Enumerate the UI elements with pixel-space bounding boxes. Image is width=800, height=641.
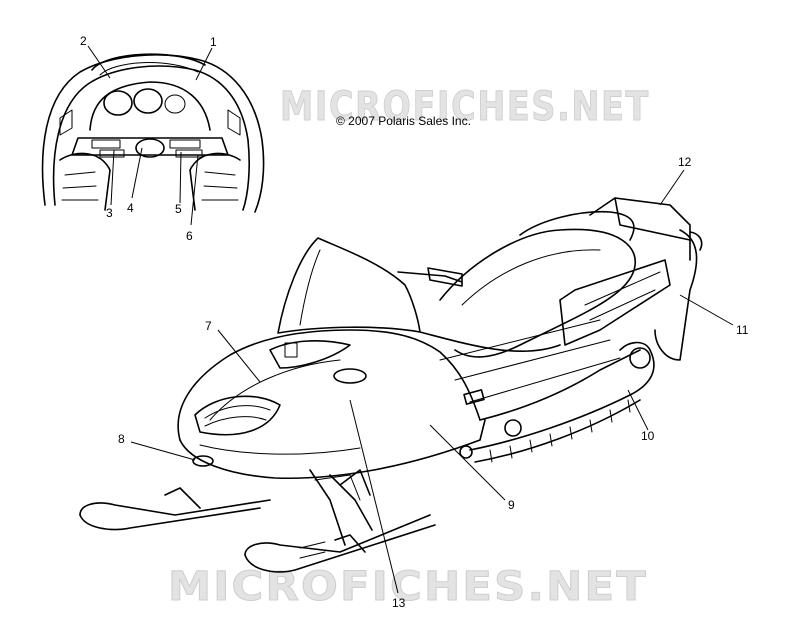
callout-5: 5 [175,202,182,216]
callout-12: 12 [678,155,692,169]
copyright-text: © 2007 Polaris Sales Inc. [336,114,471,128]
callout-8: 8 [118,432,125,446]
callout-labels: 1 2 3 4 5 6 7 8 9 10 11 12 13 [80,34,749,610]
leader-lines [87,45,734,594]
callout-9: 9 [508,498,515,512]
callout-13: 13 [392,596,406,610]
callout-11: 11 [736,323,749,337]
callout-3: 3 [106,206,113,220]
callout-6: 6 [186,229,193,243]
snowmobile-drawing [79,197,703,573]
callout-2: 2 [80,34,87,48]
watermark-top: MICROFICHES.NET [280,84,650,130]
callout-1: 1 [210,35,217,49]
callout-7: 7 [205,319,212,333]
callout-4: 4 [127,201,134,215]
dashboard-inset [41,53,265,213]
callout-10: 10 [641,429,655,443]
watermark-bottom: MICROFICHES.NET [168,564,648,610]
